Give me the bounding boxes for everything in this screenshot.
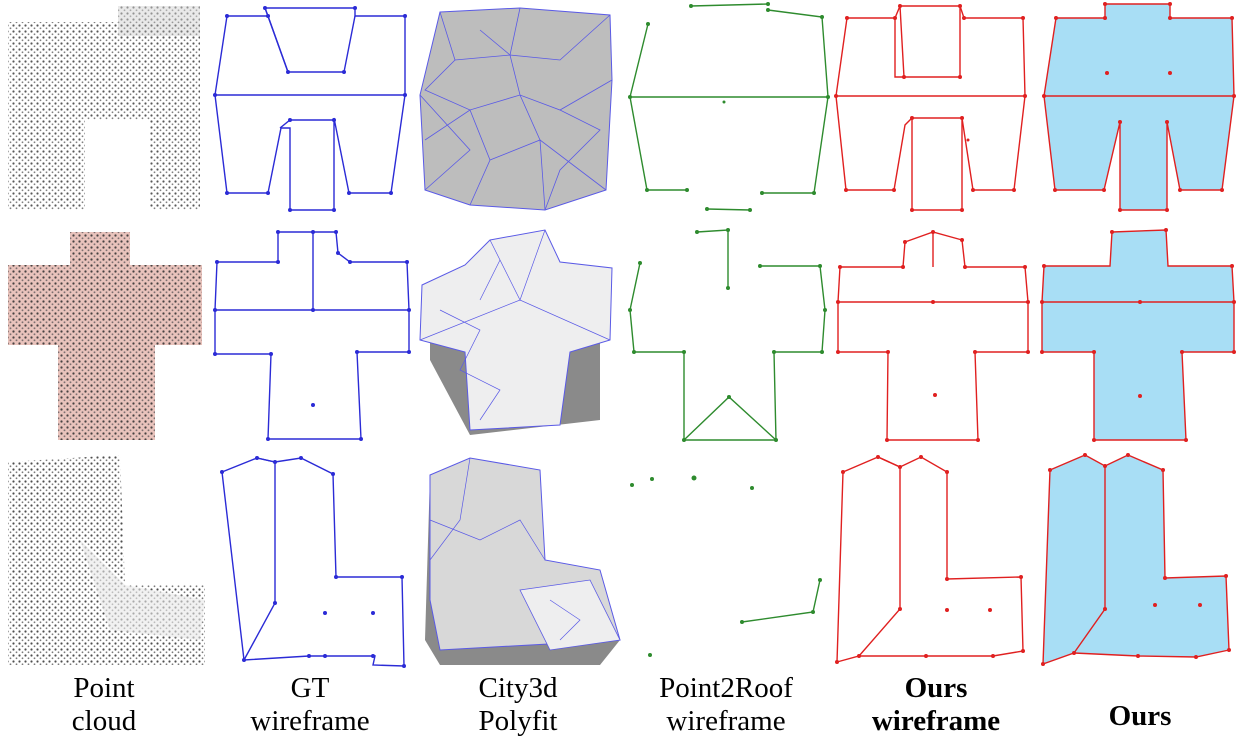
label-line1: Point [73,672,135,704]
label-ours: Ours [1040,700,1240,733]
ours-wireframe-row2 [837,231,1029,441]
label-point2roof: Point2Roof wireframe [626,672,826,738]
point-cloud-row2 [8,232,202,440]
label-line1: GT [290,672,330,704]
label-polyfit: City3d Polyfit [418,672,618,738]
label-line2: wireframe [250,705,370,737]
gt-wireframe-row3 [221,457,405,667]
point-cloud-row3 [8,455,205,665]
gt-wireframe-row2 [214,231,410,440]
polyfit-row2 [419,229,613,435]
label-line2: wireframe [871,705,1001,737]
ours-filled-row1 [1043,3,1235,211]
ours-filled-row3 [1042,454,1230,666]
gt-vertices-row1 [213,6,407,212]
label-line2: wireframe [666,705,786,737]
label-ours-wireframe: Ours wireframe [836,672,1036,738]
point2roof-row2 [629,229,826,441]
polyfit-row3 [425,457,621,665]
label-line1: Ours [1108,700,1172,732]
point2roof-row1 [629,3,829,211]
column-labels: Point cloud GT wireframe City3d Polyfit … [0,672,1241,755]
point2roof-row3 [630,475,822,657]
label-line2: Polyfit [478,705,558,737]
gt-wireframe-row1 [214,7,406,211]
ours-wireframe-row3 [836,456,1024,663]
ours-wireframe-row1 [835,5,1026,211]
label-line1: Ours [904,672,968,704]
label-point-cloud: Point cloud [4,672,204,738]
label-line2: cloud [71,705,137,737]
label-line1: Point2Roof [659,672,793,704]
label-gt-wireframe: GT wireframe [210,672,410,738]
ours-filled-row2 [1041,229,1235,441]
label-line1: City3d [478,672,558,704]
point-cloud-row1 [8,6,200,210]
polyfit-row1 [419,7,613,211]
